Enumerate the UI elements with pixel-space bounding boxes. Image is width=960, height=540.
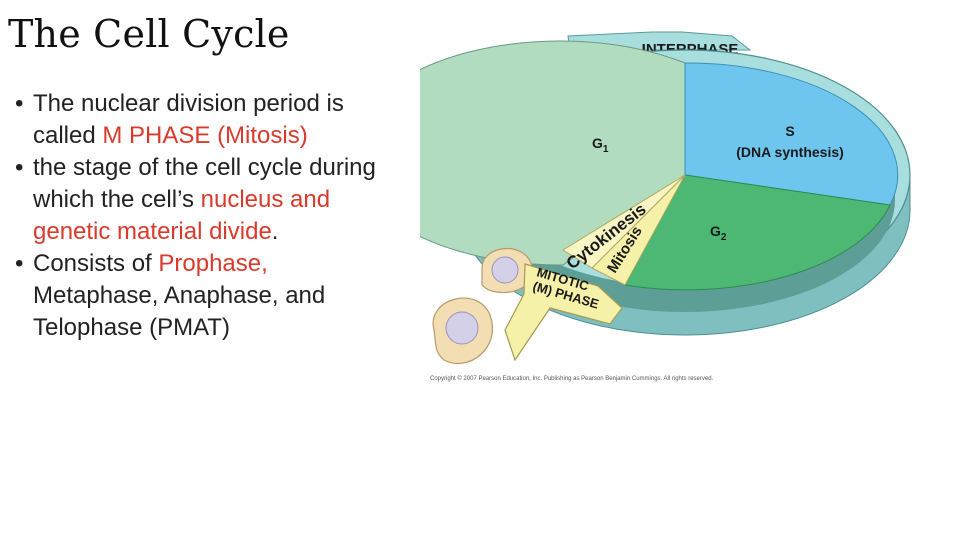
bullet-highlight: Prophase, bbox=[158, 250, 268, 277]
g1-sector bbox=[420, 40, 686, 266]
bullet-text: Metaphase, Anaphase, and Telophase (PMAT… bbox=[33, 282, 326, 341]
s-sector bbox=[684, 62, 899, 206]
g2-label: G2 bbox=[710, 223, 727, 243]
bullet-list: The nuclear division period is called M … bbox=[12, 88, 392, 344]
bullet-text: Consists of bbox=[33, 250, 159, 277]
bullet-text: The nuclear division period is called bbox=[33, 90, 344, 149]
s-sublabel: (DNA synthesis) bbox=[736, 144, 844, 160]
bullet-m-phase: The nuclear division period is called M … bbox=[12, 88, 392, 152]
slide-title: The Cell Cycle bbox=[8, 12, 290, 56]
mitotic-phase-arrow bbox=[504, 263, 623, 362]
cytokinesis-wedge bbox=[562, 174, 686, 269]
g1-label: G1 bbox=[592, 135, 609, 155]
daughter-cell bbox=[432, 297, 493, 365]
cell-cycle-diagram: INTERPHASE G1 S (DNA synthesis) G2 Cytok… bbox=[420, 31, 911, 382]
bullet-pmat: Consists of Prophase, Metaphase, Anaphas… bbox=[12, 248, 392, 344]
bullet-text: the stage of the cell cycle during which… bbox=[33, 154, 376, 213]
s-label: S bbox=[785, 123, 794, 139]
bullet-highlight: nucleus and genetic material divide bbox=[33, 186, 331, 245]
copyright-notice: Copyright © 2007 Pearson Education, Inc.… bbox=[430, 375, 714, 382]
g2-sector bbox=[624, 174, 891, 291]
dividing-cell bbox=[481, 248, 534, 294]
bullet-text: . bbox=[271, 218, 279, 245]
bullet-stage-definition: the stage of the cell cycle during which… bbox=[12, 152, 392, 248]
bullet-highlight: M PHASE (Mitosis) bbox=[102, 122, 308, 149]
cycle-disc-side bbox=[475, 175, 895, 312]
